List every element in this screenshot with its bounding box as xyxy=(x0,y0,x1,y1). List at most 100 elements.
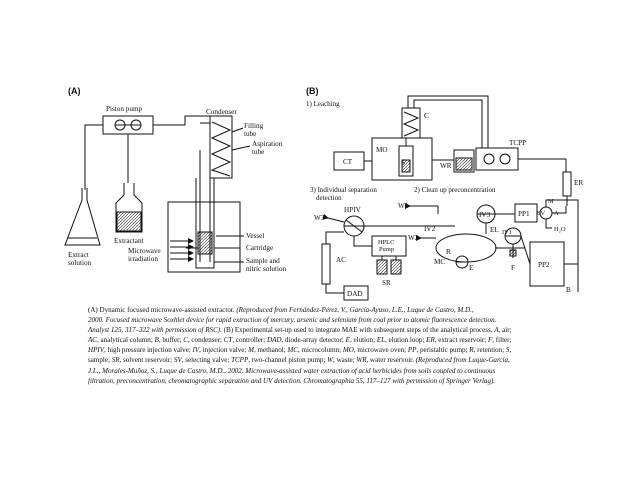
caption-segment: , diode-array detector; xyxy=(281,336,346,345)
caption-segment: (A) Dynamic focused microwave-assisted e… xyxy=(88,306,237,314)
label-AC: AC xyxy=(336,256,346,264)
caption-segment: E xyxy=(345,336,350,345)
condenser-label: Condenser xyxy=(206,108,237,116)
caption-segment: SR xyxy=(111,356,120,365)
caption-segment: WR xyxy=(356,356,367,365)
extraction-vessel xyxy=(167,150,241,273)
caption-segment: , air; xyxy=(498,326,512,335)
label-SV: SV xyxy=(537,210,546,217)
label-DAD: DAD xyxy=(347,290,363,298)
caption-segment: SV xyxy=(173,356,182,365)
microwave-oven xyxy=(371,137,433,181)
label-WR: WR xyxy=(440,162,452,170)
caption-segment: A xyxy=(494,326,499,335)
caption-segment: IV xyxy=(192,346,200,355)
section-leaching: 1) Leaching xyxy=(306,100,340,108)
caption-segment: CT xyxy=(223,336,233,345)
solvent-reservoirs xyxy=(376,256,402,275)
panel-b-tag: (B) xyxy=(306,86,319,96)
label-H2O: H₂O xyxy=(554,226,566,233)
water-reservoir xyxy=(453,149,475,173)
caption-segment: EL xyxy=(376,336,386,345)
caption-segment: , selecting valve; xyxy=(181,356,232,365)
caption-segment: , elution loop; xyxy=(385,336,427,345)
label-IV1: IV1 xyxy=(502,229,512,236)
label-EL: EL xyxy=(490,226,499,234)
caption-segment: S xyxy=(505,346,510,355)
caption-line: 2000. Focused microwave Soxhlet device f… xyxy=(88,315,588,325)
caption-segment: HPIV xyxy=(88,346,105,355)
label-W2: W2 xyxy=(408,234,419,242)
extractant-label: Extractant xyxy=(114,237,144,245)
label-B: B xyxy=(566,286,571,294)
hpiv-valve xyxy=(343,215,365,237)
label-W1: W1 xyxy=(398,202,409,210)
caption-segment: TCPP xyxy=(231,356,249,365)
label-MC: MC xyxy=(434,258,445,266)
caption-segment: PP xyxy=(407,346,417,355)
caption-segment: , microwave oven; xyxy=(353,346,408,355)
caption-segment: , controller; xyxy=(232,336,267,345)
caption-segment: MO xyxy=(342,346,354,355)
caption-line: Analyst 125, 317–322 with permission of … xyxy=(88,325,588,335)
caption-segment: sample; xyxy=(88,356,112,365)
label-M: M xyxy=(548,198,554,205)
caption-segment: , xyxy=(509,346,512,355)
caption-segment: M xyxy=(248,346,254,355)
caption-segment: , high pressure injection valve; xyxy=(104,346,193,355)
label-IV2: IV2 xyxy=(424,225,436,233)
label-PP2: PP2 xyxy=(538,261,550,269)
vessel-label: Vessel xyxy=(246,232,264,240)
caption-segment: W xyxy=(327,356,334,365)
label-R: R xyxy=(446,248,451,256)
label-F: F xyxy=(511,264,515,272)
caption-segment: C xyxy=(183,336,188,345)
caption-line: sample; SR, solvent reservoir; SV, selec… xyxy=(88,355,588,365)
panel-b: (B) 1) Leaching C MO S CT WR xyxy=(306,86,583,301)
label-HPIV: HPIV xyxy=(344,206,362,214)
label-TCPP: TCPP xyxy=(509,139,526,147)
label-S: S xyxy=(401,159,405,167)
caption-segment: J.L., Morales-Muñoz, S., Luque de Castro… xyxy=(88,366,496,375)
caption-segment: , waste; xyxy=(333,356,357,365)
caption-segment: B xyxy=(154,336,159,345)
section-cleanup: 2) Clean up preconcentration xyxy=(414,186,496,194)
caption-segment: DAD xyxy=(266,336,282,345)
caption-segment: AC xyxy=(88,336,98,345)
figure-caption: (A) Dynamic focused microwave-assisted e… xyxy=(88,305,588,386)
caption-segment: (Reproduced from Luque-García, xyxy=(415,356,510,365)
caption-segment: R xyxy=(469,346,474,355)
caption-segment: , two-channel piston pump; xyxy=(248,356,328,365)
label-PP1: PP1 xyxy=(518,210,530,218)
caption-line: (A) Dynamic focused microwave-assisted e… xyxy=(88,305,588,315)
caption-segment: ER xyxy=(426,336,435,345)
caption-segment: , filter; xyxy=(492,336,512,345)
extract-solution-flask xyxy=(64,188,101,246)
label-MO: MO xyxy=(376,146,388,154)
caption-segment: , retention; xyxy=(473,346,506,355)
caption-line: AC, analytical column; B, buffer; C, con… xyxy=(88,335,588,345)
extract-solution-line: Extract xyxy=(68,251,89,259)
caption-segment: , condenser; xyxy=(187,336,224,345)
piston-pump-label: Piston pump xyxy=(106,105,143,113)
caption-segment: (B) Experimental set-up used to integrat… xyxy=(221,326,495,335)
extract-reservoir xyxy=(562,171,572,206)
caption-segment: , peristaltic pump; xyxy=(416,346,470,355)
label-E: E xyxy=(469,264,474,272)
caption-line: J.L., Morales-Muñoz, S., Luque de Castro… xyxy=(88,366,588,376)
caption-segment: F xyxy=(487,336,493,345)
panel-a-tag: (A) xyxy=(68,86,81,96)
caption-segment: , water reservoir. xyxy=(366,356,416,365)
label-CT: CT xyxy=(343,158,353,166)
piston-pump xyxy=(102,115,154,135)
microwave-arrows xyxy=(170,238,194,262)
caption-line: filtration, preconcentration, chromatogr… xyxy=(88,376,588,386)
caption-segment: , elution; xyxy=(349,336,377,345)
